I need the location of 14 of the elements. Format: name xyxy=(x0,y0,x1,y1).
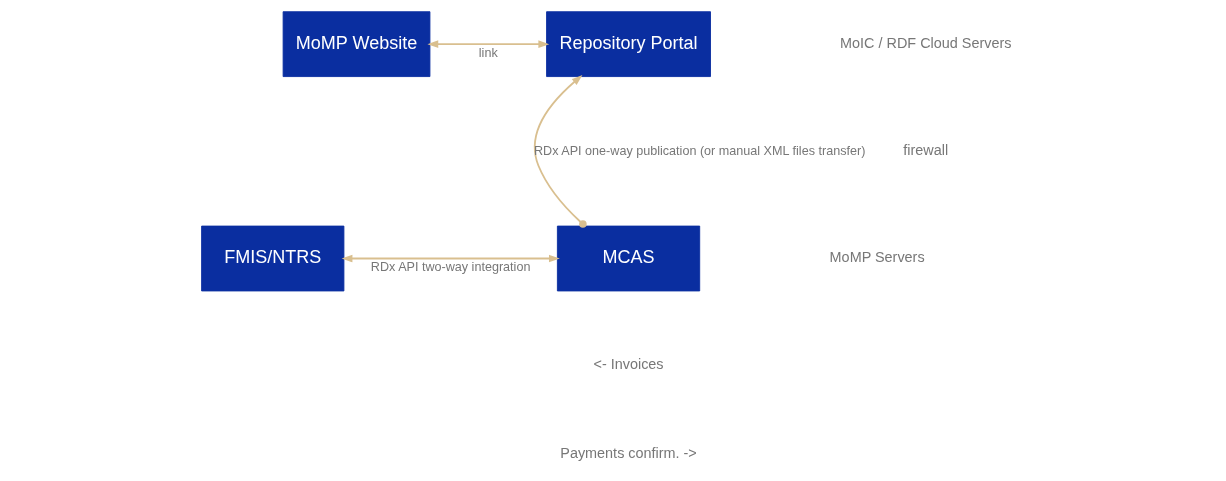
arrow xyxy=(341,254,560,263)
label: MoIC / RDF Cloud Servers xyxy=(840,34,1012,51)
edge-label: link xyxy=(478,45,498,60)
arrow xyxy=(534,75,587,228)
arrow xyxy=(427,40,550,48)
node-box: MCAS xyxy=(556,225,701,292)
label: Payments confirm. -> xyxy=(560,445,697,462)
edge-label: RDx API two-way integration xyxy=(370,260,531,275)
node-box: Repository Portal xyxy=(546,11,711,77)
label: <- Invoices xyxy=(593,356,664,373)
label: MoMP Servers xyxy=(829,248,925,265)
label: firewall xyxy=(903,141,949,158)
node-box: FMIS/NTRS xyxy=(201,225,345,292)
node-box: MoMP Website xyxy=(282,11,431,77)
